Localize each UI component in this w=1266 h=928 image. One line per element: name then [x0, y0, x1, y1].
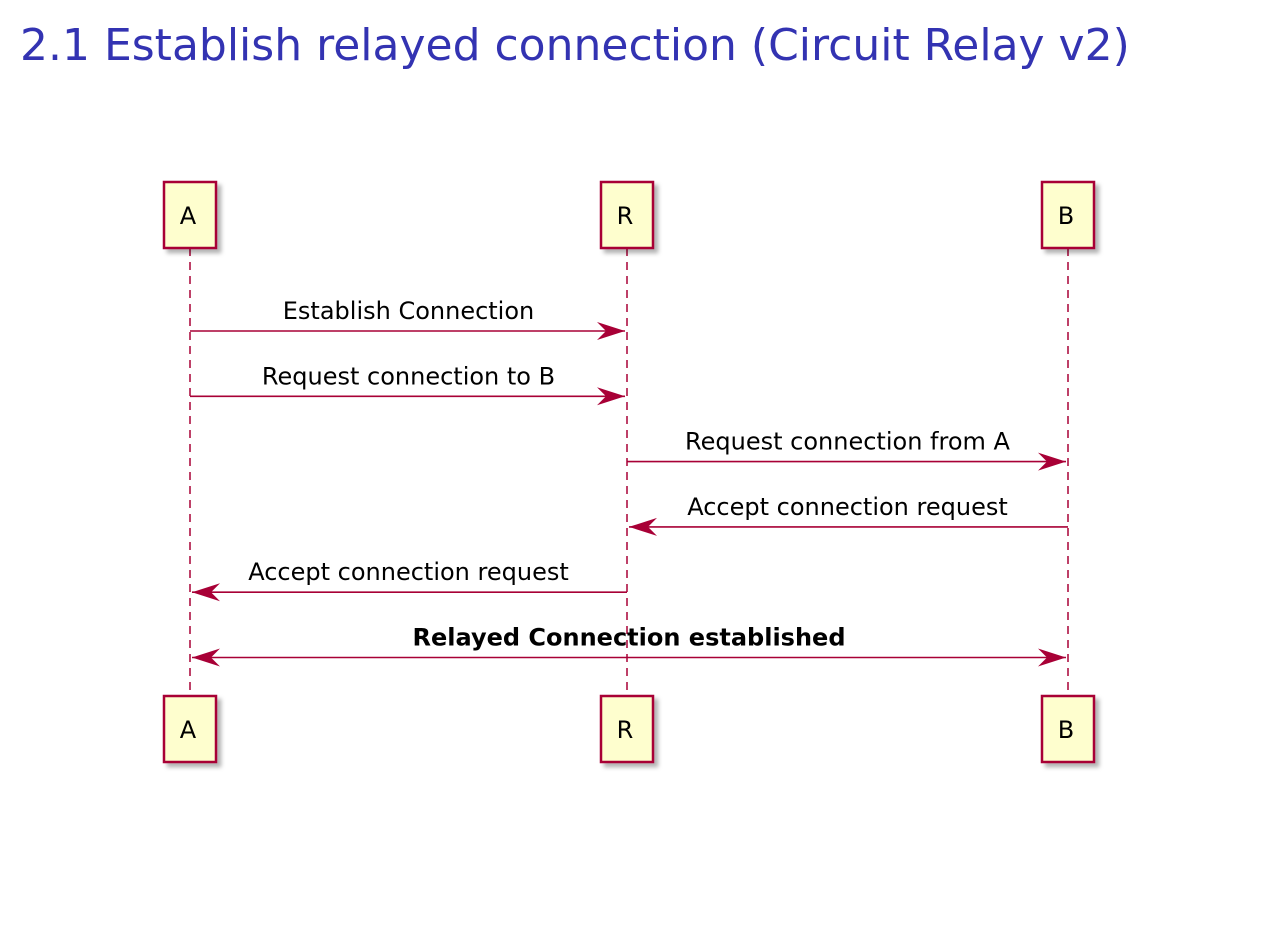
participant-box	[1040, 180, 1096, 250]
participant-r-bottom: R	[599, 694, 655, 764]
arrowhead	[1038, 648, 1066, 667]
message-label: Establish Connection	[283, 297, 535, 325]
participant-r-top: R	[599, 180, 655, 250]
participant-a-bottom: A	[162, 694, 218, 764]
participant-a-top: A	[162, 180, 218, 250]
participant-box	[599, 694, 655, 764]
message-2: Request connection to B	[190, 362, 625, 406]
arrowhead	[1038, 452, 1066, 471]
participant-box	[1040, 694, 1096, 764]
participant-box	[599, 180, 655, 250]
message-label: Relayed Connection established	[413, 624, 846, 652]
arrowhead	[192, 583, 220, 602]
message-1: Establish Connection	[190, 297, 625, 340]
participant-label: R	[617, 202, 634, 230]
message-6: Relayed Connection established	[192, 624, 1066, 667]
message-label: Accept connection request	[248, 558, 569, 586]
message-label: Accept connection request	[687, 493, 1008, 521]
arrowhead	[629, 517, 657, 536]
participant-boxes: A A R R B B	[162, 180, 1096, 764]
message-label: Request connection to B	[262, 362, 555, 390]
participant-label: B	[1058, 202, 1074, 230]
arrowhead	[192, 648, 220, 667]
message-3: Request connection from A	[627, 428, 1066, 471]
participant-label: B	[1058, 716, 1074, 744]
message-5: Accept connection request	[192, 558, 627, 602]
participant-label: R	[617, 716, 634, 744]
arrowhead	[597, 322, 625, 340]
participant-box	[162, 180, 218, 250]
lifelines	[189, 248, 1069, 696]
participant-box	[162, 694, 218, 764]
slide-title: 2.1 Establish relayed connection (Circui…	[20, 20, 1130, 71]
message-label: Request connection from A	[685, 428, 1010, 456]
participant-label: A	[180, 716, 197, 744]
message-4: Accept connection request	[629, 493, 1068, 536]
participant-b-top: B	[1040, 180, 1096, 250]
participant-label: A	[180, 202, 197, 230]
participant-b-bottom: B	[1040, 694, 1096, 764]
arrowhead	[597, 387, 625, 406]
